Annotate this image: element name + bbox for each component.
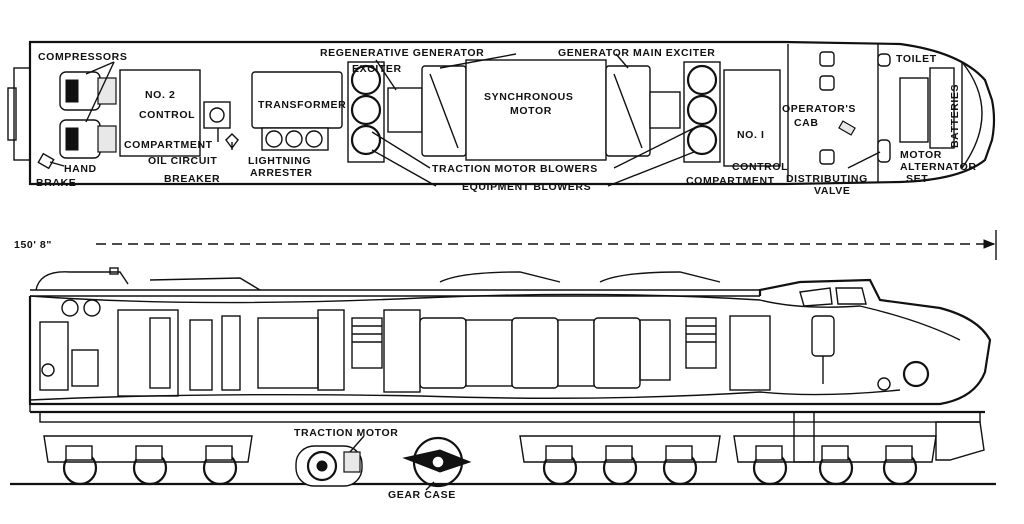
svg-text:TRACTION MOTOR BLOWERS: TRACTION MOTOR BLOWERS bbox=[432, 163, 598, 175]
svg-text:HAND: HAND bbox=[64, 163, 97, 175]
svg-text:150' 8": 150' 8" bbox=[14, 239, 52, 251]
label-motor-alt-1: MOTOR bbox=[900, 149, 942, 161]
label-transformer: TRANSFORMER bbox=[258, 99, 346, 111]
pointer-lines bbox=[49, 53, 881, 187]
cab-seats bbox=[819, 51, 856, 165]
svg-text:MOTOR: MOTOR bbox=[510, 105, 552, 117]
svg-text:TRACTION MOTOR: TRACTION MOTOR bbox=[294, 427, 398, 439]
svg-text:NO. I: NO. I bbox=[737, 129, 765, 141]
label-oil-circuit-1: OIL CIRCUIT bbox=[148, 155, 217, 167]
compressors bbox=[59, 71, 117, 159]
svg-text:ALTERNATOR: ALTERNATOR bbox=[900, 161, 977, 173]
plan-view bbox=[7, 40, 996, 187]
label-compartment: COMPARTMENT bbox=[124, 139, 213, 151]
label-operators-cab-2: CAB bbox=[794, 117, 819, 129]
label-motor-alt-2: ALTERNATOR bbox=[900, 161, 977, 173]
label-no1-control-1: NO. I bbox=[737, 129, 765, 141]
svg-text:CONTROL: CONTROL bbox=[732, 161, 788, 173]
dimension-line: 150' 8" bbox=[14, 230, 997, 260]
label-no1-control-3: COMPARTMENT bbox=[686, 175, 775, 187]
svg-text:CONTROL: CONTROL bbox=[139, 109, 195, 121]
svg-text:CAB: CAB bbox=[794, 117, 819, 129]
label-lightning-1: LIGHTNING bbox=[248, 155, 311, 167]
svg-text:EQUIPMENT BLOWERS: EQUIPMENT BLOWERS bbox=[462, 181, 591, 193]
svg-text:BRAKE: BRAKE bbox=[36, 177, 76, 189]
svg-text:COMPARTMENT: COMPARTMENT bbox=[124, 139, 213, 151]
label-motor-alt-3: SET bbox=[906, 173, 928, 185]
hand-brake bbox=[37, 152, 55, 170]
no2-control-compartment bbox=[119, 69, 201, 157]
motor-alternator-set bbox=[899, 77, 929, 143]
svg-text:NO. 2: NO. 2 bbox=[145, 89, 175, 101]
svg-text:SET: SET bbox=[906, 173, 928, 185]
svg-text:OIL CIRCUIT: OIL CIRCUIT bbox=[148, 155, 217, 167]
label-no2-control-2: CONTROL bbox=[139, 109, 195, 121]
transformer bbox=[251, 71, 343, 151]
label-toilet: TOILET bbox=[896, 53, 937, 65]
side-labels: TRACTION MOTOR GEAR CASE bbox=[294, 427, 456, 501]
label-oil-circuit-2: BREAKER bbox=[164, 173, 220, 185]
label-synchronous-2: MOTOR bbox=[510, 105, 552, 117]
svg-text:TOILET: TOILET bbox=[896, 53, 937, 65]
batteries bbox=[929, 67, 955, 149]
svg-text:BREAKER: BREAKER bbox=[164, 173, 220, 185]
label-operators-cab-1: OPERATOR'S bbox=[782, 103, 856, 115]
svg-text:EXCITER: EXCITER bbox=[352, 63, 402, 75]
label-gear-case: GEAR CASE bbox=[388, 489, 456, 501]
label-distributing-1: DISTRIBUTING bbox=[786, 173, 868, 185]
label-exciter: EXCITER bbox=[352, 63, 402, 75]
gear-case-detail bbox=[402, 436, 472, 488]
svg-text:ARRESTER: ARRESTER bbox=[250, 167, 313, 179]
truck-middle bbox=[519, 435, 721, 486]
label-traction-motor-blowers: TRACTION MOTOR BLOWERS bbox=[432, 163, 598, 175]
label-length: 150' 8" bbox=[14, 239, 52, 251]
rear-blowers bbox=[347, 61, 385, 163]
interior-equipment bbox=[39, 309, 930, 397]
svg-text:VALVE: VALVE bbox=[814, 185, 850, 197]
svg-text:OPERATOR'S: OPERATOR'S bbox=[782, 103, 856, 115]
truck-front bbox=[733, 411, 937, 486]
plan-labels: COMPRESSORS NO. 2 CONTROL COMPARTMENT TR… bbox=[36, 47, 977, 197]
svg-text:MOTOR: MOTOR bbox=[900, 149, 942, 161]
svg-text:GEAR CASE: GEAR CASE bbox=[388, 489, 456, 501]
label-no1-control-2: CONTROL bbox=[732, 161, 788, 173]
toilet bbox=[877, 53, 891, 67]
label-equipment-blowers: EQUIPMENT BLOWERS bbox=[462, 181, 591, 193]
label-compressors: COMPRESSORS bbox=[38, 51, 127, 63]
label-batteries: BATTERIES bbox=[949, 84, 961, 148]
no1-control-compartment bbox=[723, 69, 781, 167]
label-regenerative-generator: REGENERATIVE GENERATOR bbox=[320, 47, 484, 59]
svg-text:COMPRESSORS: COMPRESSORS bbox=[38, 51, 127, 63]
svg-text:GENERATOR MAIN EXCITER: GENERATOR MAIN EXCITER bbox=[558, 47, 716, 59]
svg-text:SYNCHRONOUS: SYNCHRONOUS bbox=[484, 91, 573, 103]
svg-text:BATTERIES: BATTERIES bbox=[949, 84, 961, 148]
svg-text:COMPARTMENT: COMPARTMENT bbox=[686, 175, 775, 187]
label-hand-brake-1: HAND bbox=[64, 163, 97, 175]
svg-text:LIGHTNING: LIGHTNING bbox=[248, 155, 311, 167]
label-traction-motor: TRACTION MOTOR bbox=[294, 427, 398, 439]
label-lightning-2: ARRESTER bbox=[250, 167, 313, 179]
truck-rear bbox=[43, 435, 253, 486]
label-generator-main-exciter: GENERATOR MAIN EXCITER bbox=[558, 47, 716, 59]
label-distributing-2: VALVE bbox=[814, 185, 850, 197]
traction-motor-detail bbox=[295, 445, 363, 487]
svg-text:REGENERATIVE GENERATOR: REGENERATIVE GENERATOR bbox=[320, 47, 484, 59]
svg-text:TRANSFORMER: TRANSFORMER bbox=[258, 99, 346, 111]
svg-text:DISTRIBUTING: DISTRIBUTING bbox=[786, 173, 868, 185]
side-view bbox=[10, 267, 996, 491]
label-hand-brake-2: BRAKE bbox=[36, 177, 76, 189]
distributing-valve bbox=[877, 139, 891, 163]
label-synchronous-1: SYNCHRONOUS bbox=[484, 91, 573, 103]
front-blowers bbox=[683, 61, 721, 163]
oil-circuit-breaker bbox=[203, 101, 231, 129]
motor-generator-set bbox=[387, 59, 681, 161]
label-no2-control-1: NO. 2 bbox=[145, 89, 175, 101]
